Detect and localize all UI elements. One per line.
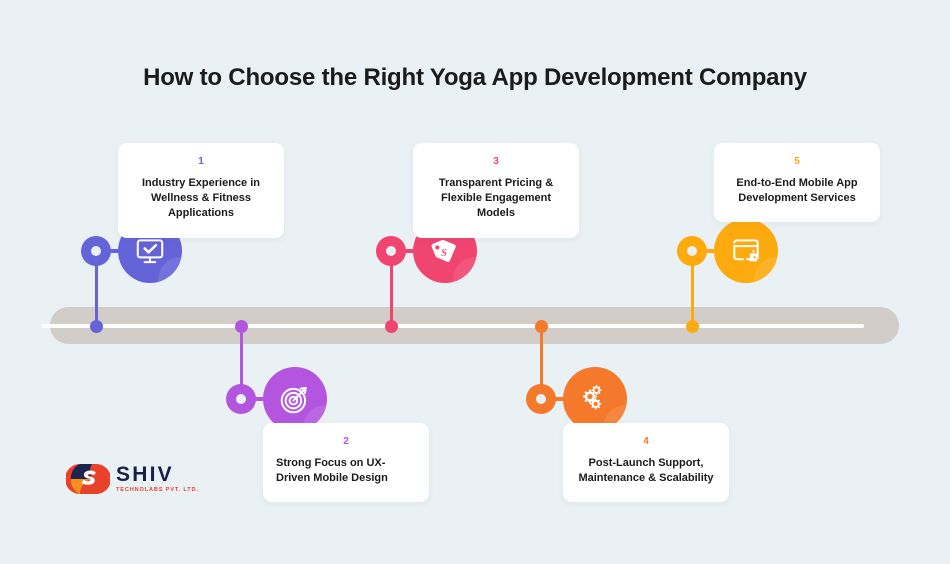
step-card-1[interactable]: 1 Industry Experience in Wellness & Fitn… bbox=[118, 143, 284, 238]
browser-plugin-icon bbox=[729, 234, 763, 268]
connector-line bbox=[94, 251, 98, 326]
step-text: End-to-End Mobile App Development Servic… bbox=[736, 177, 858, 205]
timeline-bar-dot bbox=[534, 319, 548, 333]
step-number: 5 bbox=[794, 156, 800, 167]
step-card-3[interactable]: 3 Transparent Pricing & Flexible Engagem… bbox=[413, 143, 579, 238]
logo-name: SHIV bbox=[116, 463, 174, 487]
connector-ring-node bbox=[677, 236, 707, 266]
connector-line bbox=[690, 251, 694, 326]
logo-tagline: TECHNOLABS PVT. LTD. bbox=[116, 487, 199, 494]
connector-stub bbox=[109, 249, 118, 253]
step-card-4[interactable]: 4 Post-Launch Support, Maintenance & Sca… bbox=[563, 423, 729, 503]
connector-stub bbox=[554, 397, 563, 401]
step-text: Strong Focus on UX-Driven Mobile Design bbox=[276, 457, 388, 485]
connector-ring-node bbox=[526, 384, 556, 414]
step-card-5[interactable]: 5 End-to-End Mobile App Development Serv… bbox=[714, 143, 880, 223]
connector-line bbox=[389, 251, 393, 326]
connector-stub bbox=[404, 249, 413, 253]
step-text: Industry Experience in Wellness & Fitnes… bbox=[142, 177, 260, 220]
connector-line bbox=[539, 326, 543, 399]
step-number: 1 bbox=[198, 156, 204, 167]
timeline-bar-inner-line bbox=[42, 324, 864, 328]
logo-text-block: SHIV TECHNOLABS PVT. LTD. bbox=[116, 464, 199, 494]
company-logo: SHIV TECHNOLABS PVT. LTD. bbox=[66, 462, 199, 496]
step-card-2[interactable]: 2 Strong Focus on UX-Driven Mobile Desig… bbox=[263, 423, 429, 503]
timeline-bar-dot bbox=[89, 319, 103, 333]
ring-hole bbox=[236, 394, 246, 404]
step-text: Post-Launch Support, Maintenance & Scala… bbox=[578, 457, 714, 485]
ring-hole bbox=[386, 246, 396, 256]
connector-ring-node bbox=[376, 236, 406, 266]
step-text: Transparent Pricing & Flexible Engagemen… bbox=[438, 177, 554, 220]
step-number: 4 bbox=[643, 436, 649, 447]
logo-mark-icon bbox=[66, 464, 110, 494]
connector-stub bbox=[705, 249, 714, 253]
timeline-bar-dot bbox=[685, 319, 699, 333]
step-number: 2 bbox=[343, 436, 349, 447]
target-arrow-icon bbox=[278, 382, 312, 416]
step-number: 3 bbox=[493, 156, 499, 167]
connector-ring-node bbox=[226, 384, 256, 414]
connector-ring-node bbox=[81, 236, 111, 266]
price-tag-dollar-icon: S bbox=[428, 234, 462, 268]
svg-text:S: S bbox=[441, 248, 447, 259]
connector-stub bbox=[254, 397, 263, 401]
monitor-check-icon bbox=[133, 234, 167, 268]
timeline-bar-dot bbox=[234, 319, 248, 333]
icon-circle-4[interactable] bbox=[563, 367, 627, 431]
ring-hole bbox=[536, 394, 546, 404]
icon-circle-2[interactable] bbox=[263, 367, 327, 431]
connector-line bbox=[239, 326, 243, 399]
ring-hole bbox=[91, 246, 101, 256]
timeline-bar-dot bbox=[384, 319, 398, 333]
ring-hole bbox=[687, 246, 697, 256]
gears-icon bbox=[578, 382, 612, 416]
icon-circle-1[interactable] bbox=[118, 219, 182, 283]
page-title: How to Choose the Right Yoga App Develop… bbox=[143, 64, 807, 91]
icon-circle-5[interactable] bbox=[714, 219, 778, 283]
